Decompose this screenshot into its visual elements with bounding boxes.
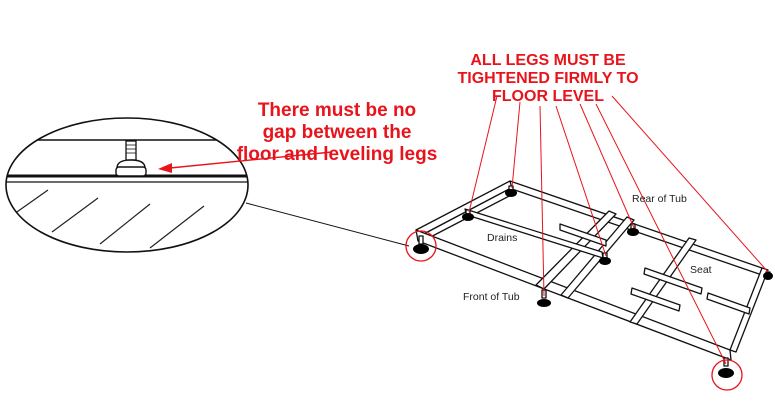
tub-frame — [415, 180, 771, 367]
magnified-detail — [5, 117, 410, 253]
gap-callout-line-2: gap between the — [262, 122, 412, 143]
detail-circle-outline — [5, 117, 249, 253]
foot-center — [599, 257, 611, 265]
leveling-leg-detail — [115, 140, 147, 177]
post-front-right — [723, 357, 729, 367]
foot-inner-left — [462, 213, 474, 221]
leveling-feet — [413, 189, 773, 378]
leg-pointer-lines — [468, 95, 769, 365]
foot-front-mid — [537, 299, 551, 307]
label-drains: Drains — [487, 232, 517, 244]
foot-front-right — [718, 368, 734, 378]
gap-callout: There must be no gap between the floor a… — [232, 100, 442, 166]
foot-rear-mid — [627, 228, 639, 236]
label-seat: Seat — [690, 264, 712, 276]
foot-front-left — [413, 244, 429, 254]
seat-support-2 — [630, 287, 681, 312]
frame-left-end-beam — [415, 180, 514, 237]
highlight-circle-front-right — [711, 359, 743, 391]
frame-inner-rail-short — [559, 223, 607, 247]
foot-rear-left — [505, 189, 517, 197]
gap-callout-line-3: floor and leveling legs — [236, 144, 438, 165]
highlight-circle-front-left — [405, 230, 437, 262]
floor-hatching — [13, 189, 245, 249]
label-rear-of-tub: Rear of Tub — [632, 193, 687, 205]
foot-rear-right — [763, 272, 773, 280]
label-front-of-tub: Front of Tub — [463, 291, 520, 303]
post-front-left — [418, 235, 424, 245]
detail-connector-line — [245, 202, 410, 247]
gap-pointer-arrow — [158, 151, 333, 173]
seat-support-3 — [706, 292, 751, 315]
legs-callout-line-3: FLOOR LEVEL — [492, 88, 604, 105]
legs-callout-line-2: TIGHTENED FIRMLY TO — [457, 70, 639, 87]
gap-callout-line-1: There must be no — [257, 100, 417, 121]
legs-callout: ALL LEGS MUST BE TIGHTENED FIRMLY TO FLO… — [448, 52, 648, 106]
legs-callout-line-1: ALL LEGS MUST BE — [470, 52, 626, 69]
